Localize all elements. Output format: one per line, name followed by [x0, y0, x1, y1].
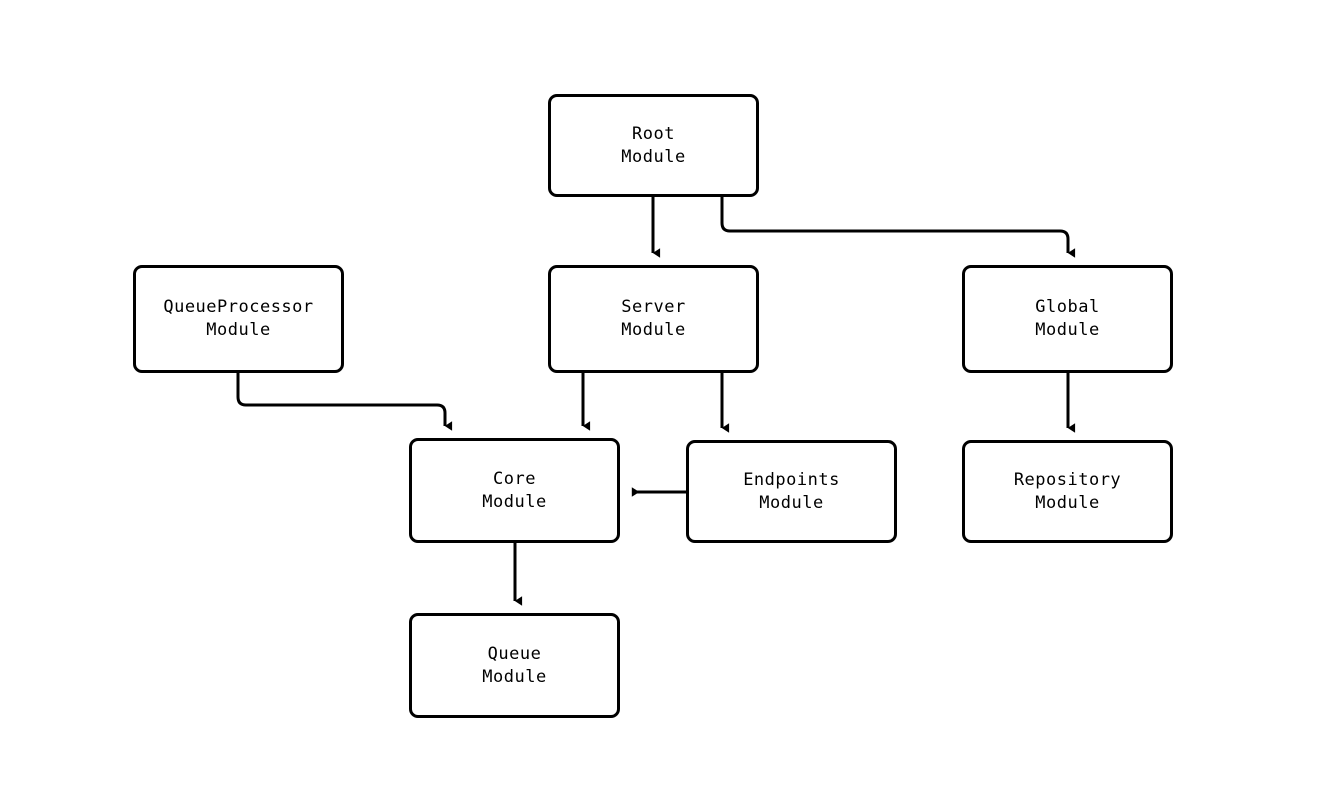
node-server-module-suffix: Module	[621, 320, 686, 340]
node-queue-module-suffix: Module	[482, 666, 547, 687]
node-server-module[interactable]: Server Module	[548, 265, 759, 373]
node-core-module-name: Core	[493, 468, 536, 489]
node-endpoints-module-suffix: Module	[759, 492, 824, 513]
node-server-module-name: Server	[621, 297, 686, 318]
edge-root-to-global	[720, 197, 1076, 258]
node-repository-module-name: Repository	[1013, 469, 1122, 490]
node-global-module[interactable]: Global Module	[962, 265, 1173, 373]
node-root-module-suffix: Module	[621, 146, 686, 167]
node-core-module[interactable]: Core Module	[409, 438, 620, 543]
node-repository-module-suffix: Module	[1035, 492, 1100, 513]
node-queueprocessor-module-suffix: Module	[206, 320, 271, 340]
node-endpoints-module-name: Endpoints	[743, 469, 840, 490]
node-endpoints-module[interactable]: Endpoints Module	[686, 440, 897, 543]
node-global-module-name: Global	[1035, 297, 1100, 318]
edge-queueprocessor-to-core	[236, 373, 453, 431]
node-repository-module[interactable]: Repository Module	[962, 440, 1173, 543]
node-queueprocessor-module[interactable]: QueueProcessor Module	[133, 265, 344, 373]
node-root-module-name: Root	[632, 123, 675, 144]
node-root-module[interactable]: Root Module	[548, 94, 759, 197]
node-queue-module[interactable]: Queue Module	[409, 613, 620, 718]
node-global-module-suffix: Module	[1035, 320, 1100, 340]
node-core-module-suffix: Module	[482, 491, 547, 512]
node-queueprocessor-module-name: QueueProcessor	[163, 297, 314, 318]
node-queue-module-name: Queue	[487, 643, 542, 664]
